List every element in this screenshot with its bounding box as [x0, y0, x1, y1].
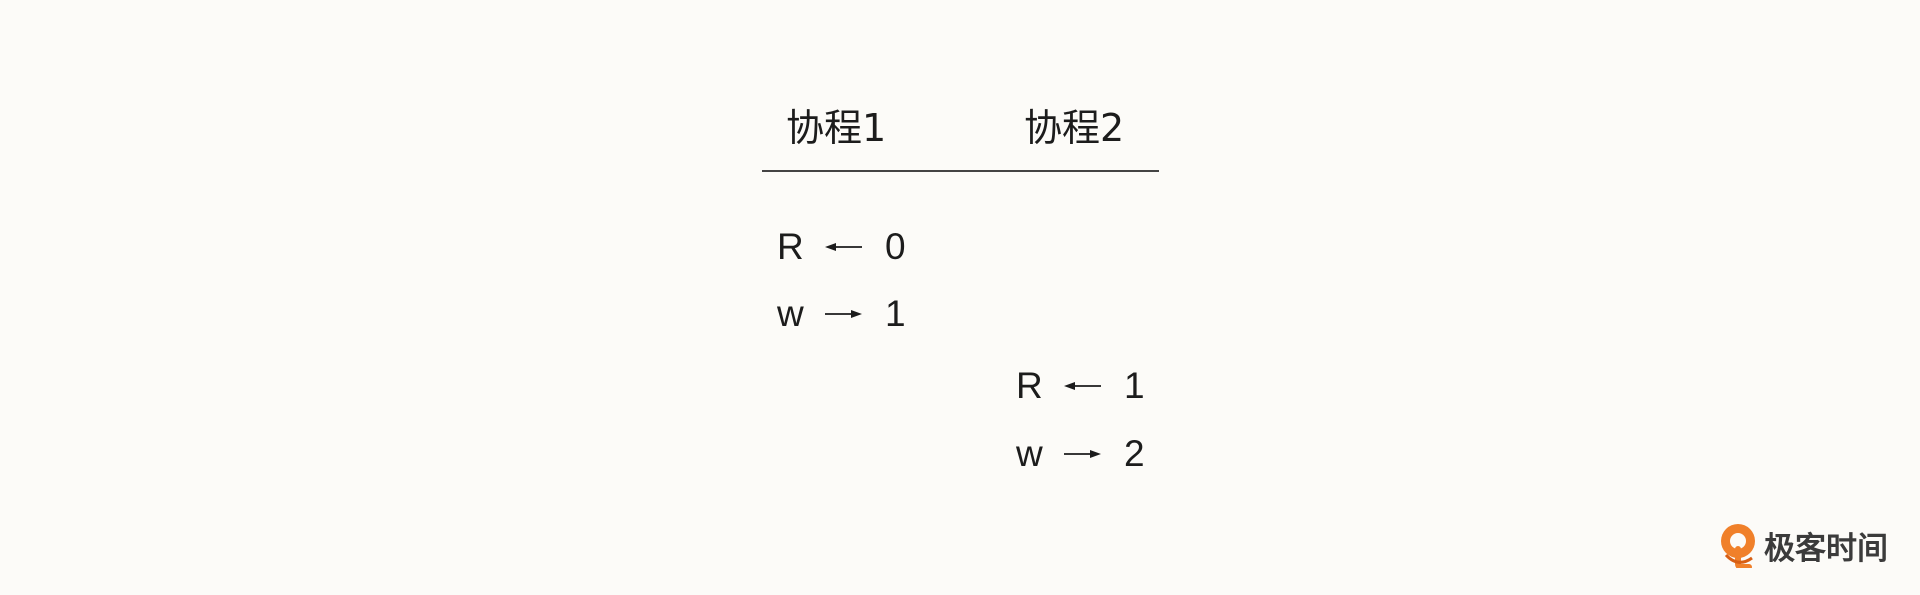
geektime-logo-icon [1721, 524, 1755, 568]
step-variable: R [777, 226, 804, 267]
watermark-text: 极客时间 [1764, 530, 1888, 567]
column-header-coroutine-2: 协程2 [1024, 106, 1125, 150]
geektime-watermark: 极客时间 [1718, 522, 1888, 568]
step-value: 1 [885, 293, 906, 334]
step-coroutine-1-read: R 0 [777, 222, 906, 272]
step-value: 1 [1124, 365, 1145, 406]
step-variable: R [1016, 365, 1043, 406]
right-arrow-icon [825, 307, 879, 321]
step-value: 0 [885, 226, 906, 267]
left-arrow-icon [825, 240, 879, 254]
column-header-coroutine-1: 协程1 [786, 106, 887, 150]
left-arrow-icon [1064, 379, 1118, 393]
header-divider [762, 170, 1159, 172]
step-coroutine-1-write: w 1 [777, 289, 906, 339]
right-arrow-icon [1064, 447, 1118, 461]
step-value: 2 [1124, 433, 1145, 474]
step-coroutine-2-read: R 1 [1016, 361, 1145, 411]
step-variable: w [777, 293, 804, 334]
step-variable: w [1016, 433, 1043, 474]
step-coroutine-2-write: w 2 [1016, 429, 1145, 479]
